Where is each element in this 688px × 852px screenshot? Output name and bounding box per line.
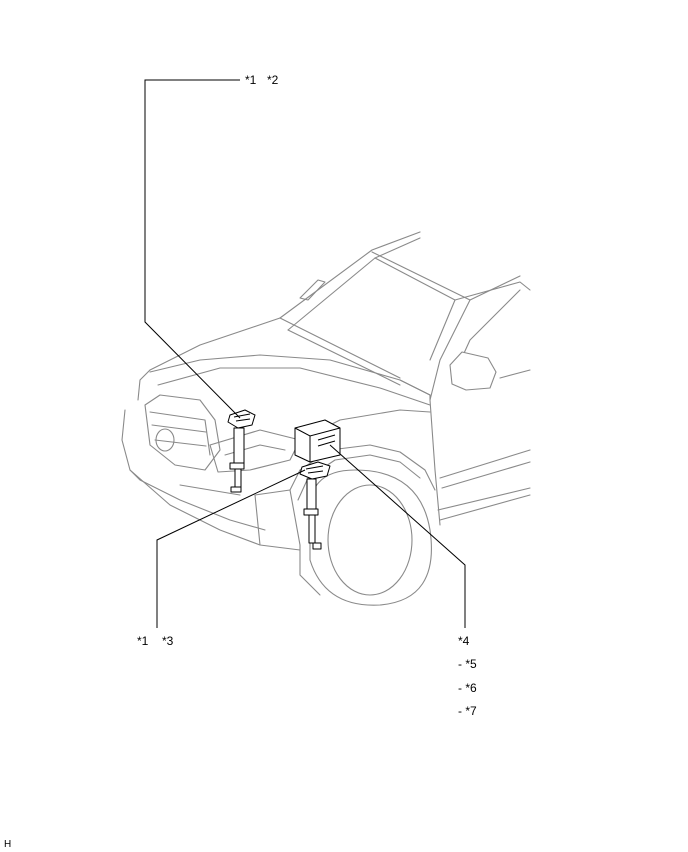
leader-lines xyxy=(144,79,466,628)
callout-label-4: *4 xyxy=(458,634,470,648)
callout-label-3: *3 xyxy=(162,634,174,648)
right-suspension-assembly xyxy=(299,461,331,550)
callout-label-7: - *7 xyxy=(458,704,477,718)
callout-label-5: - *5 xyxy=(458,657,477,671)
callout-label-1-bottom: *1 xyxy=(137,634,149,648)
ecu-module xyxy=(294,419,341,463)
callout-label-1-top: *1 xyxy=(245,73,257,87)
callout-label-2: *2 xyxy=(267,73,279,87)
leader-right xyxy=(329,444,466,628)
leader-bottom-left xyxy=(156,469,306,628)
vehicle-outline xyxy=(121,231,531,606)
left-suspension-assembly xyxy=(227,409,256,493)
corner-mark: H xyxy=(4,839,11,850)
callout-label-6: - *6 xyxy=(458,681,477,695)
leader-top-left xyxy=(144,79,241,419)
